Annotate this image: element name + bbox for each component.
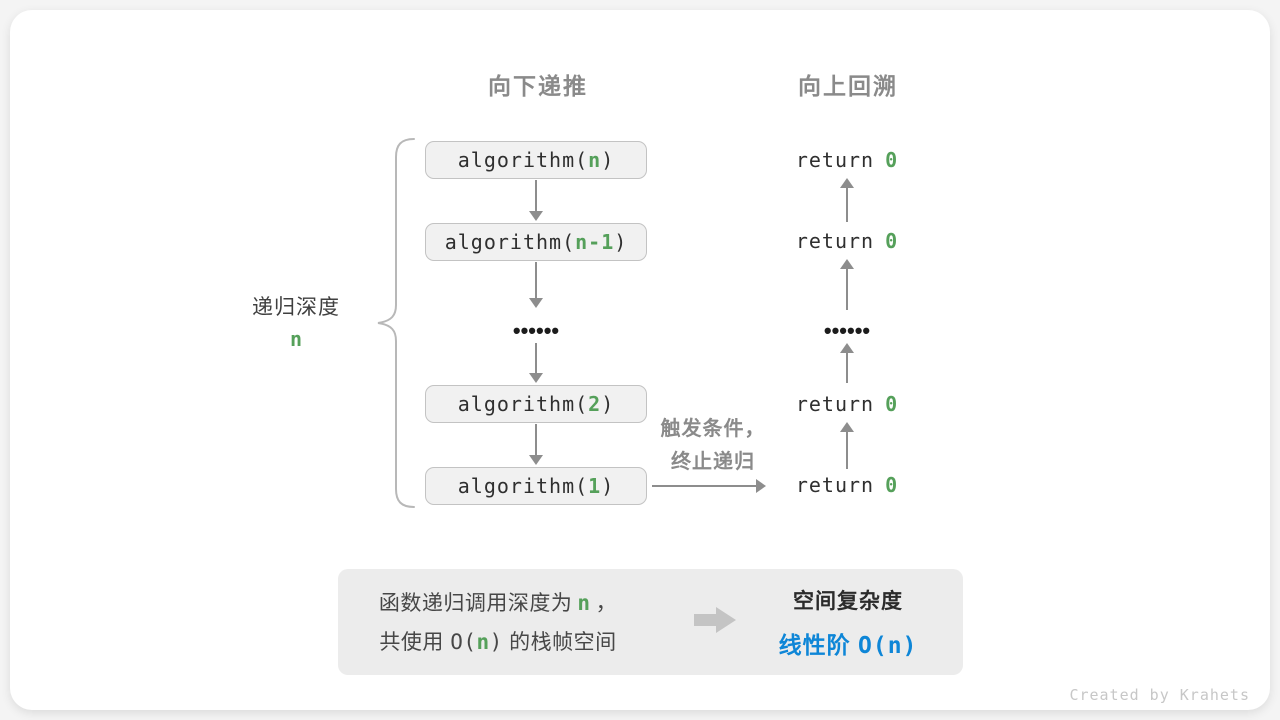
return-value: 0 — [885, 473, 899, 497]
frame-text: algorithm( — [457, 392, 589, 416]
up-arrow-icon — [840, 422, 854, 469]
depth-label: 递归深度 — [252, 296, 340, 319]
summary-line2-var: n — [476, 630, 490, 654]
right-arrow-icon — [652, 479, 766, 493]
stack-frame-n-1: algorithm(n-1) — [425, 223, 647, 261]
frame-text: algorithm( — [444, 230, 576, 254]
summary-line1-pre: 函数递归调用深度为 — [378, 592, 573, 615]
return-statement: return 0 — [747, 227, 947, 255]
stack-frame-2: algorithm(2) — [425, 385, 647, 423]
down-arrow-icon — [529, 343, 543, 383]
frame-text: ) — [601, 474, 615, 498]
stack-frame-1: algorithm(1) — [425, 467, 647, 505]
frame-text: ) — [614, 230, 628, 254]
return-value: 0 — [885, 392, 899, 416]
up-arrow-icon — [840, 343, 854, 383]
depth-brace-icon — [377, 138, 415, 508]
depth-value: n — [289, 327, 303, 351]
diagram-card: 向下递推 向上回溯 递归深度 n algorithm(n) algorithm(… — [10, 10, 1270, 710]
return-value: 0 — [885, 229, 899, 253]
return-keyword: return — [795, 148, 875, 172]
return-value: 0 — [885, 148, 899, 172]
trigger-line1: 触发条件， — [660, 418, 766, 440]
return-statement: return 0 — [747, 146, 947, 174]
down-arrow-icon — [529, 180, 543, 221]
result-title: 空间复杂度 — [793, 590, 903, 613]
up-arrow-icon — [840, 259, 854, 310]
frame-arg: n-1 — [575, 230, 615, 254]
down-arrow-icon — [529, 262, 543, 308]
stack-frame-n: algorithm(n) — [425, 141, 647, 179]
summary-line2-code-close: ) — [489, 630, 503, 654]
summary-line2-code-open: O( — [450, 630, 477, 654]
frame-text: algorithm( — [457, 474, 589, 498]
summary-line1-var: n — [577, 591, 591, 615]
up-arrow-icon — [840, 178, 854, 222]
header-recurse-down: 向下递推 — [488, 73, 588, 99]
frame-arg: n — [588, 148, 602, 172]
ellipsis-right: •••••• — [823, 318, 871, 343]
summary-panel — [338, 569, 963, 675]
block-arrow-icon — [694, 607, 736, 633]
return-keyword: return — [795, 392, 875, 416]
header-backtrack-up: 向上回溯 — [798, 73, 898, 99]
frame-arg: 2 — [588, 392, 602, 416]
result-value: 线性阶 O(n) — [740, 626, 956, 660]
summary-line1-post: ， — [595, 592, 618, 615]
credit-text: Created by Krahets — [1069, 686, 1250, 704]
summary-line2-post: 的栈帧空间 — [502, 631, 617, 654]
return-keyword: return — [795, 473, 875, 497]
result-value-text: 线性阶 — [778, 632, 858, 658]
summary-line2: 共使用 O(n) 的栈帧空间 — [348, 623, 648, 662]
frame-text: ) — [601, 148, 615, 172]
frame-text: ) — [601, 392, 615, 416]
ellipsis-left: •••••• — [512, 318, 560, 343]
trigger-note: 触发条件， 终止递归 — [628, 413, 798, 479]
frame-arg: 1 — [588, 474, 602, 498]
result-value-code: O(n) — [858, 633, 918, 659]
frame-text: algorithm( — [457, 148, 589, 172]
return-statement: return 0 — [747, 390, 947, 418]
return-statement: return 0 — [747, 471, 947, 499]
trigger-line2: 终止递归 — [671, 451, 755, 473]
down-arrow-icon — [529, 424, 543, 465]
summary-line2-pre: 共使用 — [379, 631, 451, 654]
return-keyword: return — [795, 229, 875, 253]
